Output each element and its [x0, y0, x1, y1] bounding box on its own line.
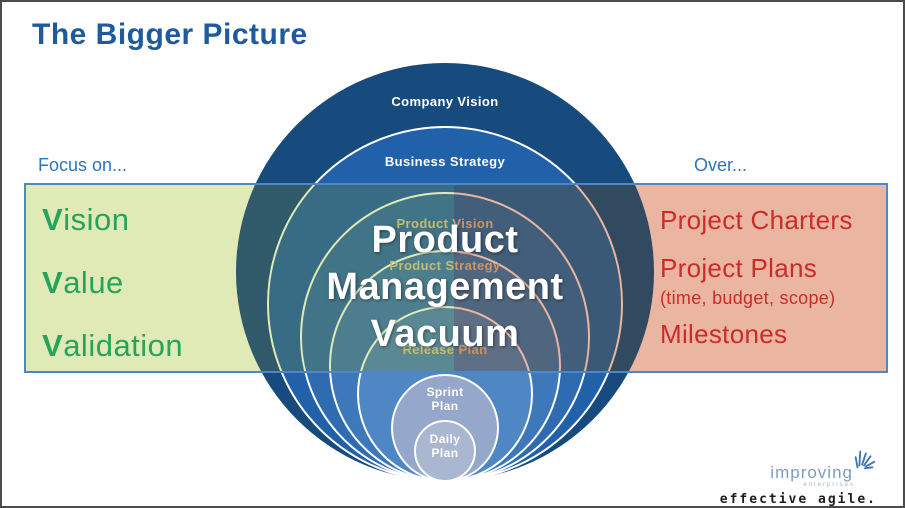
ring-daily-plan — [414, 420, 476, 482]
focus-item-vision: Vision — [42, 202, 130, 237]
ring-label-sprint-plan: Sprint Plan — [426, 385, 464, 413]
band-soft-overlay — [24, 183, 888, 373]
focus-item-validation: Validation — [42, 328, 184, 363]
ring-label-daily-plan: Daily Plan — [429, 432, 461, 460]
ring-label-business-strategy: Business Strategy — [384, 154, 506, 169]
over-band-background — [454, 183, 888, 373]
tagline: effective agile. — [719, 492, 877, 507]
focus-item-value: Value — [42, 265, 124, 300]
over-item-time-budget-scope: (time, budget, scope) — [660, 288, 836, 308]
focus-band-background — [24, 183, 454, 373]
ring-label-company-vision: Company Vision — [391, 94, 499, 109]
product-management-vacuum-label: Product Management Vacuum — [326, 219, 564, 355]
over-item-project-charters: Project Charters — [660, 205, 853, 235]
band-border — [24, 183, 888, 373]
improving-logo: improving enterprises effective agile. — [719, 446, 877, 507]
over-item-project-plans: Project Plans — [660, 253, 818, 283]
logo-wordmark: improving — [770, 463, 853, 482]
page-title: The Bigger Picture — [32, 18, 308, 51]
over-item-milestones: Milestones — [660, 319, 788, 349]
logo-subtext: enterprises — [803, 482, 855, 488]
over-heading: Over... — [694, 155, 748, 175]
starburst-icon — [851, 446, 877, 477]
focus-heading: Focus on... — [38, 155, 128, 175]
